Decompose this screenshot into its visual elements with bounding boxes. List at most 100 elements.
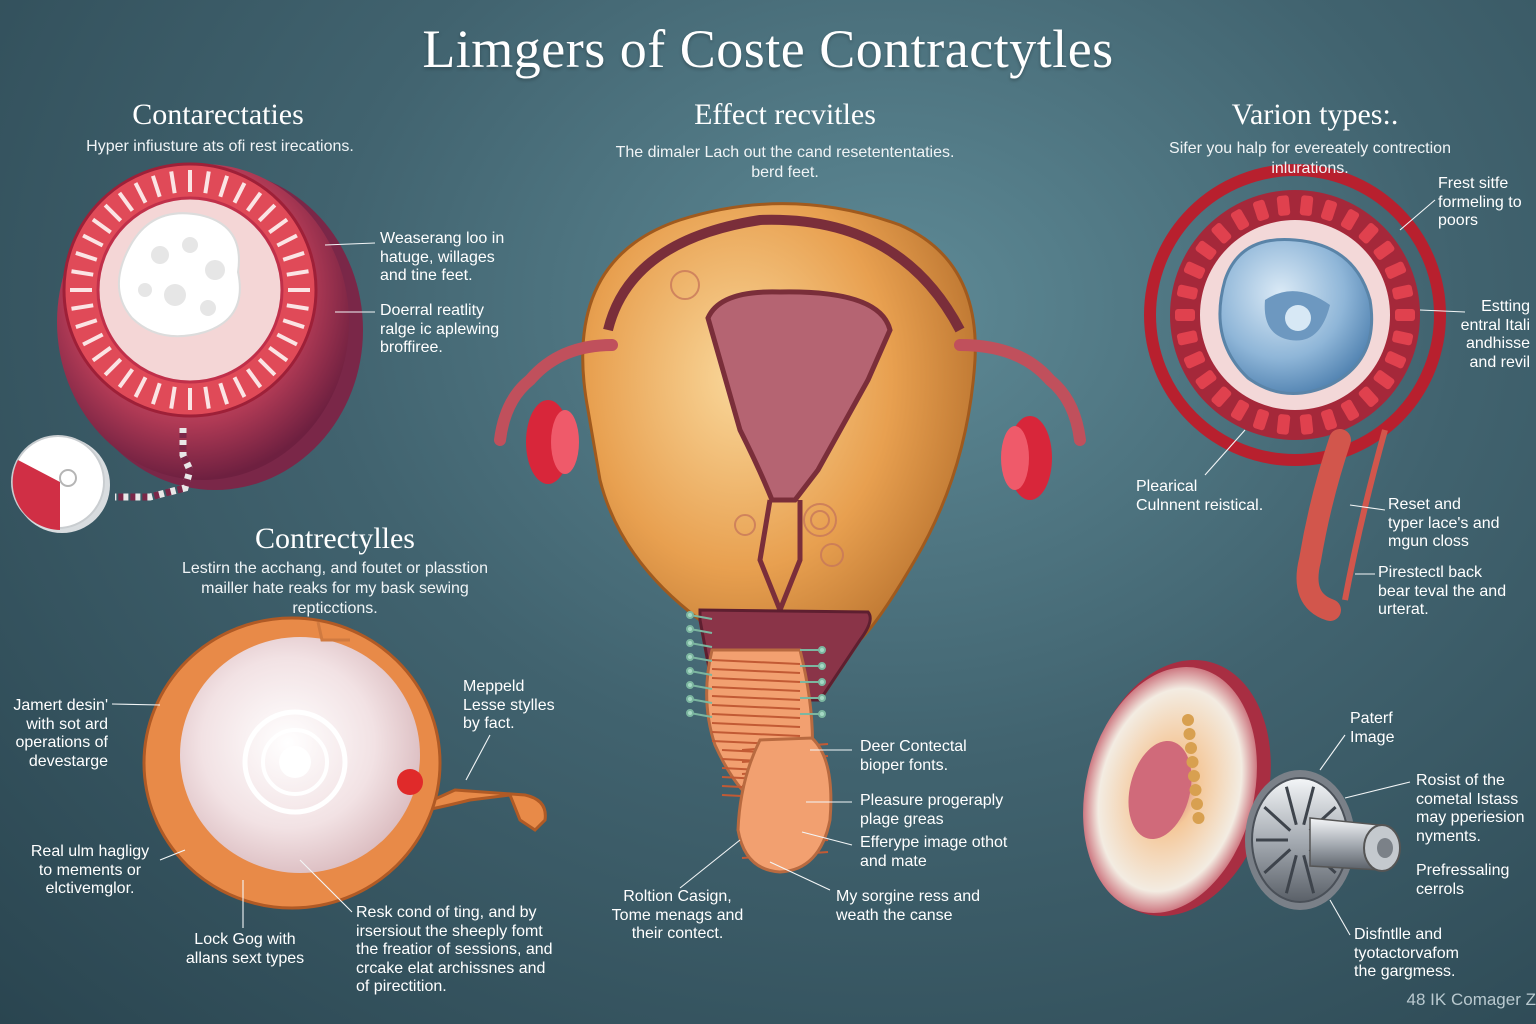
ring-rib: [133, 182, 148, 204]
ring-rib: [257, 203, 277, 223]
vane: [1308, 848, 1337, 875]
label-bottom-right-1: Paterf Image: [1350, 710, 1395, 746]
ring-rib: [282, 318, 305, 329]
ring-rib: [276, 332, 298, 347]
ring-rib: [1373, 240, 1395, 260]
ring-rib: [1392, 284, 1414, 300]
pin-head: [818, 710, 826, 718]
coil-line: [741, 839, 829, 847]
ring-rib: [1340, 209, 1360, 231]
cup-illustration: [142, 616, 547, 910]
ring-rib: [1211, 223, 1232, 244]
label-bottom-left-5: Resk cond of ting, and by irsersiout the…: [356, 904, 553, 995]
ring-rib: [1340, 399, 1360, 421]
ring-rib: [1230, 209, 1250, 231]
ring-rib: [103, 357, 123, 377]
pin-head: [686, 667, 694, 675]
ring-rib: [203, 386, 211, 409]
ring-rib: [1195, 240, 1217, 260]
vane: [1308, 805, 1337, 832]
label-bottom-left-3: Real ulm hagligy to mements or elctivemg…: [30, 843, 150, 897]
bead: [1186, 756, 1199, 768]
label-bottom-right-3: Prefressaling cerrols: [1416, 862, 1510, 898]
vane: [1284, 786, 1298, 826]
pin: [689, 642, 713, 648]
ring-rib: [245, 191, 263, 212]
coil-line: [741, 767, 829, 775]
label-top-right-5: Pirestectl back bear teval the and urter…: [1378, 564, 1507, 618]
ring-rib: [232, 182, 247, 204]
ring-rib: [1230, 399, 1250, 421]
ring-rib: [1320, 409, 1338, 431]
bead: [1192, 812, 1205, 824]
disc-fitting-illustration: [1083, 659, 1401, 917]
ring-rib: [245, 368, 263, 389]
ring-rib: [1176, 330, 1198, 346]
vane: [1302, 786, 1316, 826]
ring-rib: [151, 382, 162, 405]
pin-head: [686, 639, 694, 647]
ring-rib: [218, 382, 229, 405]
bead: [1183, 728, 1196, 740]
coil-line: [741, 827, 829, 835]
coil-line: [711, 704, 801, 710]
label-top-left-1: Weaserang loo in hatuge, willages and ti…: [380, 230, 505, 284]
ring-rib: [1320, 199, 1338, 221]
label-center-5: Roltion Casign, Tome menags and their co…: [611, 888, 744, 942]
coil-line: [711, 659, 801, 665]
coil-line: [721, 794, 801, 800]
pin: [689, 670, 713, 676]
uterus-illustration: [494, 202, 1086, 874]
label-center-2: Pleasure progeraply plage greas: [860, 792, 1004, 828]
ring-rib: [151, 175, 162, 198]
coil-line: [721, 758, 801, 764]
ring-rib: [117, 368, 135, 389]
ring-rib: [1211, 386, 1232, 407]
ring-rib: [1395, 309, 1415, 321]
pin: [689, 698, 713, 704]
ring-rib: [1252, 409, 1270, 431]
ring-rib: [117, 191, 135, 212]
ring-rib: [1384, 351, 1407, 369]
ring-rib: [91, 217, 112, 235]
ring-rib: [75, 318, 98, 329]
coil-line: [741, 791, 829, 799]
coil-line: [711, 731, 801, 737]
ring-device-illustration: [11, 162, 363, 533]
ring-rib: [286, 303, 309, 311]
vane: [1263, 848, 1292, 875]
ring-rib: [1358, 386, 1379, 407]
coil-line: [741, 815, 829, 823]
coil-line: [711, 740, 801, 746]
label-bottom-right-4: Disfntlle and tyotactorvafom the gargmes…: [1354, 926, 1459, 980]
pin-head: [818, 694, 826, 702]
coil-line: [711, 668, 801, 674]
vane: [1263, 805, 1292, 832]
subtitle-top-left: Hyper infiusture ats ofi rest irecations…: [86, 138, 354, 155]
ring-rib: [75, 251, 98, 262]
ring-rib: [282, 251, 305, 262]
ring-rib: [71, 269, 94, 277]
subtitle-center: The dimaler Lach out the cand resetenten…: [615, 144, 955, 181]
ring-rib: [1299, 195, 1314, 216]
ring-rib: [91, 345, 112, 363]
footer-credit: 48 IK Comager Z: [1406, 990, 1536, 1009]
ring-rib: [1276, 414, 1291, 435]
pin-head: [818, 646, 826, 654]
ring-rib: [169, 171, 177, 194]
coil-line: [741, 779, 829, 787]
label-top-right-4: Reset and typer lace's and mgun closs: [1388, 496, 1500, 550]
pin-head: [686, 695, 694, 703]
ring-rib: [169, 386, 177, 409]
coil-line: [711, 686, 801, 692]
pin: [689, 656, 713, 662]
ring-rib: [1176, 284, 1198, 300]
coil-line: [741, 743, 829, 751]
ring-rib: [268, 345, 289, 363]
ring-rib: [286, 269, 309, 277]
bead: [1191, 798, 1203, 810]
vane: [1302, 854, 1316, 894]
pin-head: [686, 709, 694, 717]
pin: [689, 614, 713, 620]
